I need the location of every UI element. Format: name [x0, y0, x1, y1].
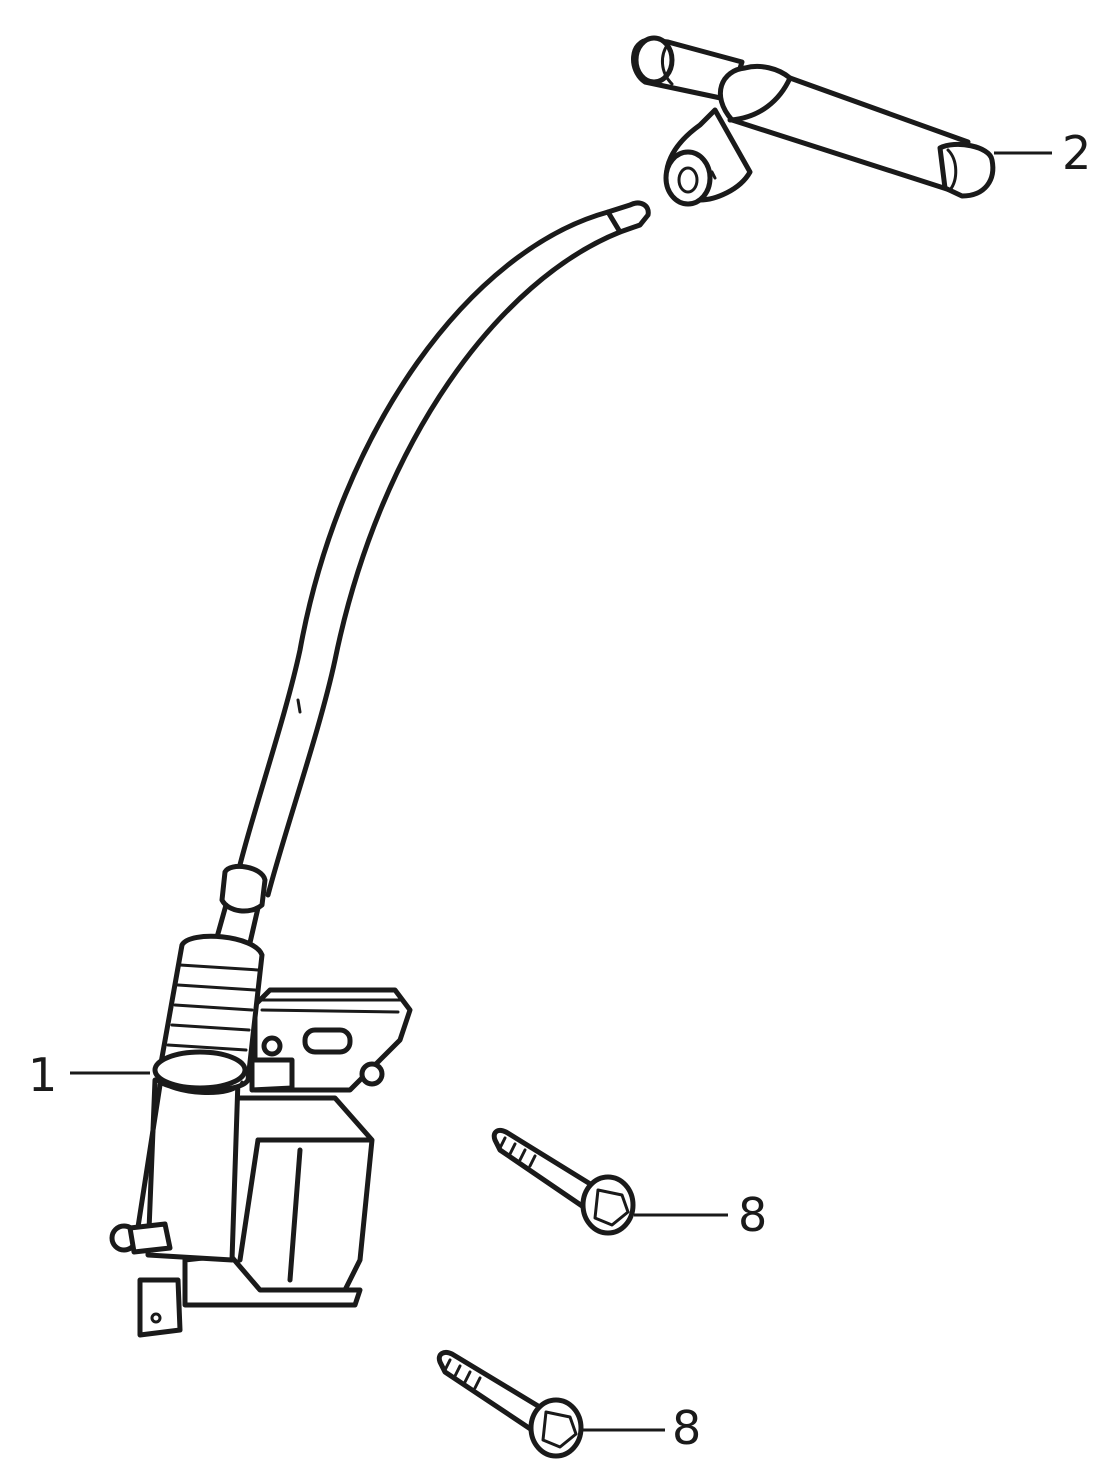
- callout-flange-bolt-lower: 8: [672, 1401, 702, 1455]
- callout-spark-plug-cap: 2: [1062, 126, 1092, 180]
- callout-ignition-coil: 1: [28, 1048, 58, 1102]
- flange-bolt-upper: [491, 1127, 728, 1236]
- ignition-coil: [70, 933, 413, 1338]
- callout-flange-bolt-upper: 8: [738, 1188, 768, 1242]
- spark-plug-cap: [631, 35, 1052, 207]
- flange-bolt-lower: [436, 1349, 665, 1459]
- high-tension-cable: [209, 200, 651, 963]
